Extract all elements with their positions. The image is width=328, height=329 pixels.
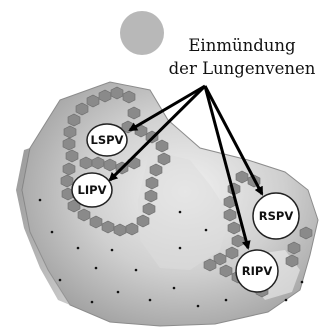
- arrow-to-lipv: [108, 84, 207, 182]
- vein-ostium-lspv: LSPV: [86, 123, 128, 157]
- vein-ostium-rspv: RSPV: [252, 192, 300, 240]
- vein-label-lipv: LIPV: [78, 183, 107, 197]
- vein-label-lspv: LSPV: [91, 133, 124, 147]
- pointer-arrows: [108, 84, 264, 250]
- ablation-points-right: [203, 170, 313, 298]
- vein-label-ripv: RIPV: [242, 264, 273, 278]
- caption-line-1: Einmündung: [188, 36, 296, 55]
- arrow-to-ripv: [203, 85, 251, 250]
- contact-points: [38, 198, 304, 308]
- reference-marker-circle: [120, 11, 164, 55]
- vein-label-rspv: RSPV: [259, 209, 294, 223]
- caption-line-2: der Lungenvenen: [169, 59, 316, 78]
- vein-ostium-lipv: LIPV: [71, 172, 113, 208]
- arrow-to-lspv: [128, 84, 206, 132]
- arrow-to-rspv: [203, 85, 264, 196]
- vein-ostium-ripv: RIPV: [235, 249, 279, 293]
